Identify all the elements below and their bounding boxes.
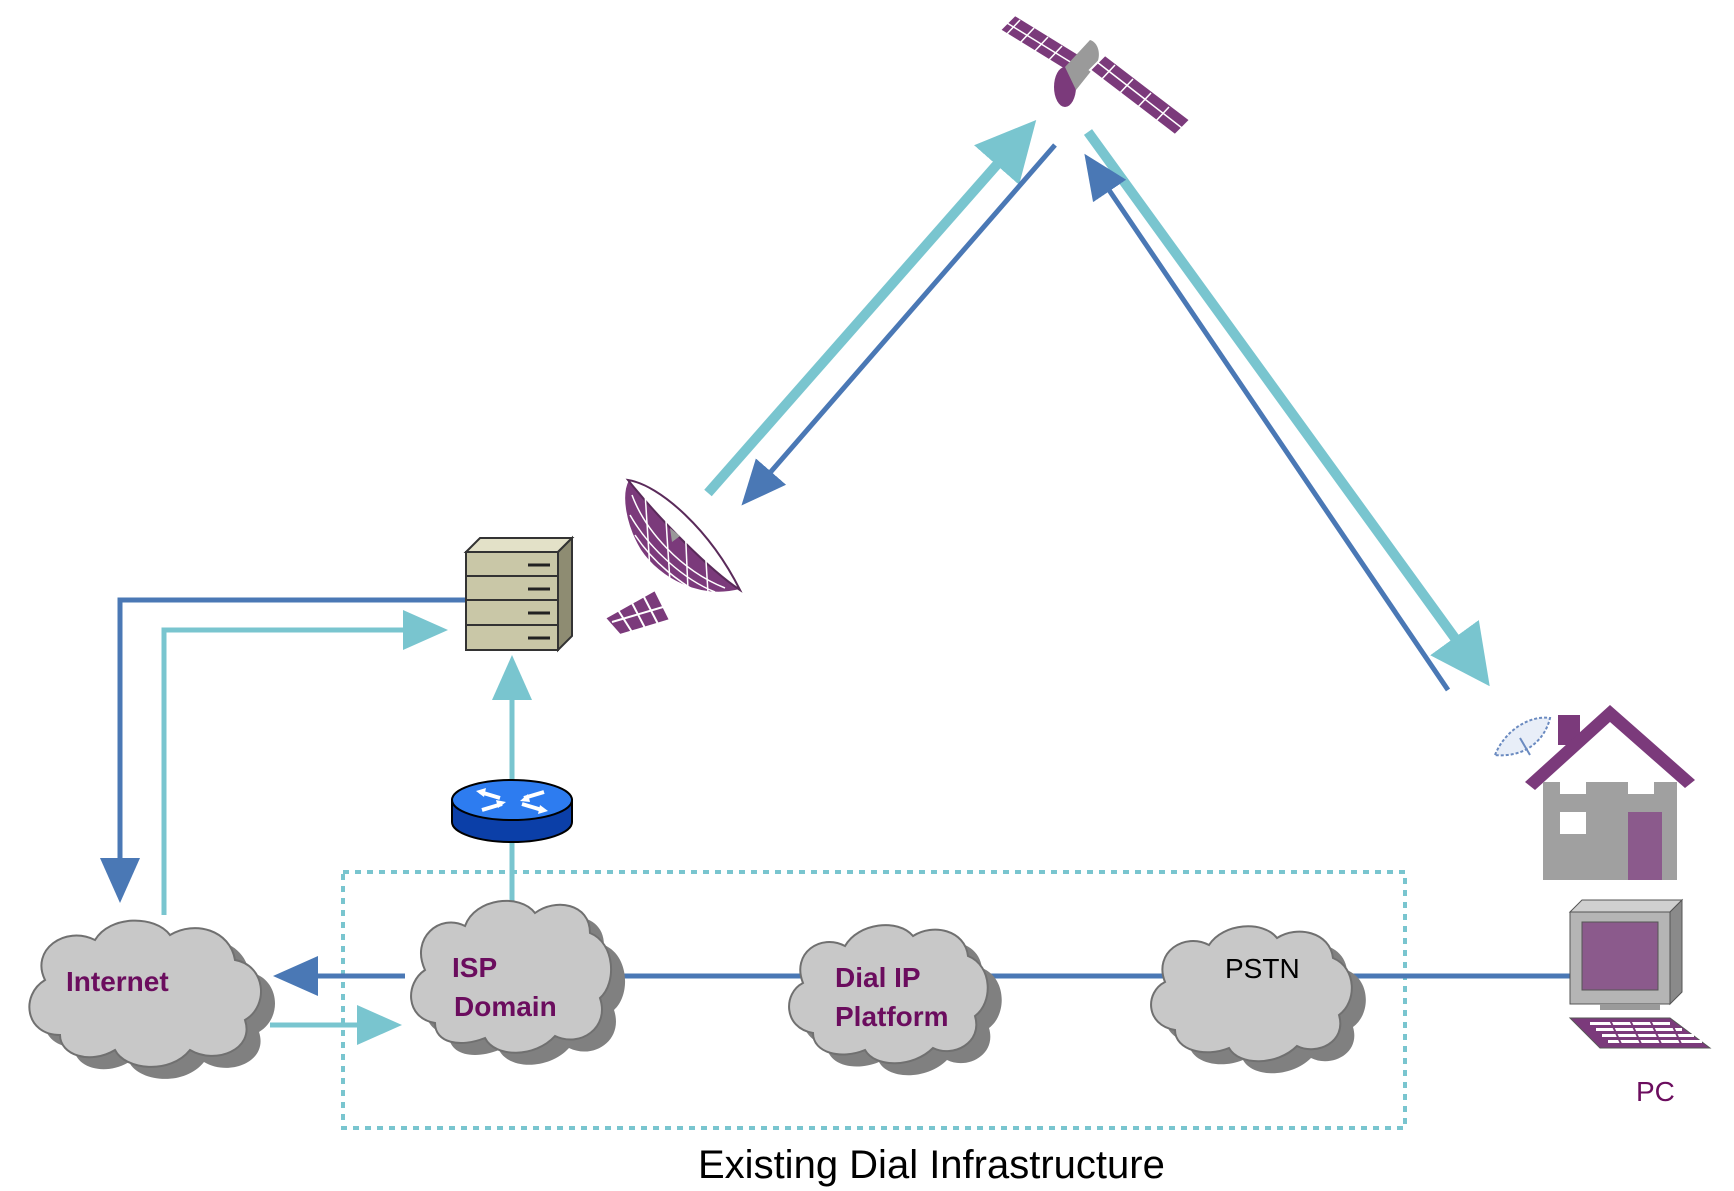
internet-label: Internet xyxy=(66,966,169,997)
pstn-label: PSTN xyxy=(1225,953,1300,984)
cloud-icon xyxy=(1150,925,1366,1074)
server-to-internet-link xyxy=(100,597,466,903)
internet-to-server-link xyxy=(161,610,448,915)
pc-icon xyxy=(1568,898,1712,1049)
satellite-icon xyxy=(998,13,1192,137)
dial-infrastructure-box xyxy=(341,870,1407,1130)
cloud-icon xyxy=(410,900,626,1065)
satellite-dish-icon xyxy=(603,478,743,637)
house-uplink xyxy=(1084,153,1451,692)
router-icon xyxy=(451,779,573,843)
dish-downlink xyxy=(741,143,1057,506)
pc-label: PC xyxy=(1636,1076,1675,1107)
house-downlink xyxy=(1083,129,1490,687)
satellite-dish-icon xyxy=(1493,716,1552,757)
cloud-icon xyxy=(788,924,1002,1076)
dish-uplink xyxy=(704,119,1037,497)
isp-label-line1: ISP xyxy=(452,952,497,983)
cloud-icon xyxy=(28,919,276,1079)
infrastructure-caption: Existing Dial Infrastructure xyxy=(698,1143,1165,1187)
isp-label-line2: Domain xyxy=(454,991,557,1022)
house-icon xyxy=(1493,705,1695,880)
dialip-label-line1: Dial IP xyxy=(835,962,921,993)
server-icon xyxy=(463,535,575,653)
dialip-label-line2: Platform xyxy=(835,1001,949,1032)
